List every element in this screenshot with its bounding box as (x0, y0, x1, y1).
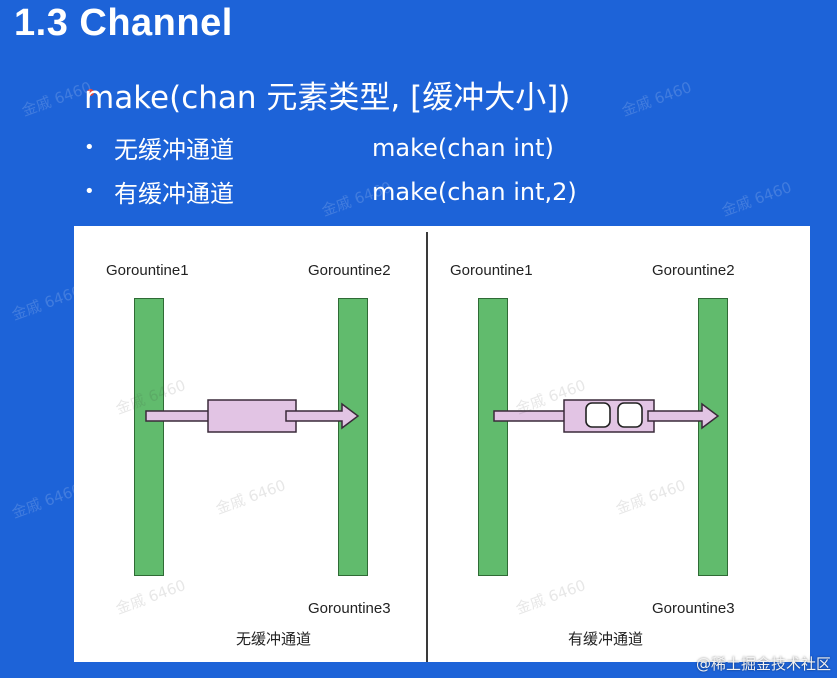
bullet-name: 无缓冲通道 (114, 136, 234, 164)
cursor-icon (87, 89, 94, 96)
left-goroutine2-bar (338, 298, 368, 576)
bullet-code: make(chan int,2) (372, 177, 577, 206)
bullet-unbuffered: • 无缓冲通道 make(chan int) (84, 130, 554, 165)
slide-title: 1.3 Channel (14, 2, 233, 44)
watermark: 金戚 6460 (9, 480, 85, 522)
watermark: 金戚 6460 (619, 78, 695, 120)
bullet-name: 有缓冲通道 (114, 180, 234, 208)
right-goroutine2-label: Gorountine2 (652, 262, 735, 279)
right-caption: 有缓冲通道 (568, 630, 644, 648)
right-goroutine1-bar (478, 298, 508, 576)
left-goroutine3-label: Gorountine3 (308, 600, 391, 617)
right-goroutine1-label: Gorountine1 (450, 262, 533, 279)
left-goroutine1-label: Gorountine1 (106, 262, 189, 279)
left-goroutine1-bar (134, 298, 164, 576)
buffer-slot-1 (585, 402, 611, 428)
right-goroutine3-label: Gorountine3 (652, 600, 735, 617)
left-channel-box (207, 399, 297, 433)
panel-divider (426, 232, 428, 662)
left-caption: 无缓冲通道 (236, 630, 312, 648)
watermark: 金戚 6460 (9, 282, 85, 324)
bullet-code: make(chan int) (372, 133, 554, 162)
make-syntax: make(chan 元素类型, [缓冲大小]) (84, 80, 571, 116)
diagram-arrows (145, 399, 720, 433)
site-watermark: @稀土掘金技术社区 (695, 655, 831, 673)
watermark: 金戚 6460 (19, 78, 95, 120)
left-goroutine2-label: Gorountine2 (308, 262, 391, 279)
right-arrow-out (647, 402, 720, 430)
buffer-slot-2 (617, 402, 643, 428)
bullet-dot: • (84, 181, 95, 202)
channel-diagram: Gorountine1 Gorountine2 Gorountine3 无缓冲通… (74, 226, 810, 662)
watermark: 金戚 6460 (719, 178, 795, 220)
left-arrow-out (285, 402, 360, 430)
bullet-dot: • (84, 137, 95, 158)
right-goroutine2-bar (698, 298, 728, 576)
bullet-buffered: • 有缓冲通道 make(chan int,2) (84, 174, 577, 209)
